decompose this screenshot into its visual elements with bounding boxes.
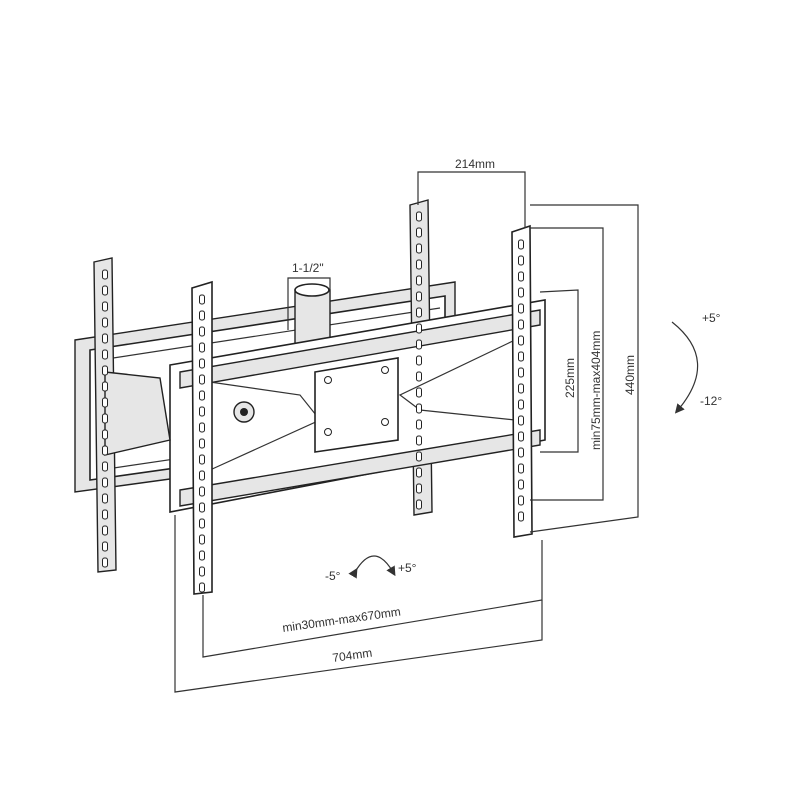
front-left-arm [191, 280, 213, 595]
arm-slot [199, 582, 205, 593]
swivel-joint [233, 401, 255, 423]
arm-slot [416, 323, 422, 334]
arm-slot [102, 381, 108, 392]
arm-slot [102, 333, 108, 344]
overall-width-label: 704mm [331, 646, 373, 665]
arm-slot [518, 319, 524, 330]
arm-slot [102, 397, 108, 408]
arm-slot [518, 255, 524, 266]
arm-slot [416, 355, 422, 366]
arm-slot [416, 387, 422, 398]
ceiling-pipe [294, 283, 331, 346]
arm-slot [199, 550, 205, 561]
arm-slot [199, 518, 205, 529]
arm-slot [416, 275, 422, 286]
arm-slot [416, 243, 422, 254]
arm-slot [199, 406, 205, 417]
center-plate [314, 357, 399, 453]
arm-slot [102, 445, 108, 456]
tilt-arrow-icon [671, 321, 699, 414]
arm-slot [199, 486, 205, 497]
arm-slot [199, 470, 205, 481]
inner-height-label: 225mm [563, 358, 577, 398]
arm-slot [518, 303, 524, 314]
arm-slot [416, 307, 422, 318]
arm-slot [518, 287, 524, 298]
arm-slot [102, 557, 108, 568]
swivel-left-label: -5° [325, 569, 341, 583]
arm-slot [102, 525, 108, 536]
arm-slot [416, 419, 422, 430]
arm-slot [102, 541, 108, 552]
tilt-up-label: +5° [702, 311, 721, 325]
arm-slot [102, 285, 108, 296]
arm-slot [518, 495, 524, 506]
arm-slot [518, 479, 524, 490]
arm-slot [416, 435, 422, 446]
arm-slot [102, 269, 108, 280]
arm-slot [199, 566, 205, 577]
dimension-lines [174, 171, 639, 693]
arm-slot [518, 431, 524, 442]
arm-slot [416, 291, 422, 302]
arm-slot [518, 415, 524, 426]
arm-slot [518, 447, 524, 458]
arm-slot [518, 511, 524, 522]
arm-slot [518, 367, 524, 378]
arm-slot [199, 438, 205, 449]
arm-slot [102, 509, 108, 520]
arm-slot [102, 461, 108, 472]
vesa-vertical-label: min75mm-max404mm [589, 331, 603, 450]
overall-height-label: 440mm [623, 355, 637, 395]
arm-slot [518, 239, 524, 250]
arm-slot [416, 467, 422, 478]
arm-slot [199, 342, 205, 353]
front-right-arm [511, 224, 533, 538]
tilt-down-label: -12° [700, 394, 722, 408]
vesa-horizontal-label: min30mm-max670mm [281, 604, 401, 634]
swivel-right-label: +5° [398, 561, 417, 575]
arm-slot [416, 211, 422, 222]
arm-slot [518, 351, 524, 362]
arm-slot [199, 502, 205, 513]
arm-slot [416, 403, 422, 414]
arm-slot [199, 374, 205, 385]
arm-slot [416, 451, 422, 462]
arm-slot [416, 259, 422, 270]
arm-slot [518, 271, 524, 282]
arm-slot [416, 371, 422, 382]
top-depth-label: 214mm [455, 157, 495, 171]
arm-slot [102, 317, 108, 328]
pipe-size-label: 1-1/2" [292, 261, 324, 275]
arm-slot [102, 477, 108, 488]
arm-slot [518, 383, 524, 394]
arm-slot [416, 339, 422, 350]
swivel-arrow-icon [348, 555, 396, 579]
arm-slot [416, 227, 422, 238]
arm-slot [199, 454, 205, 465]
arm-slot [199, 294, 205, 305]
arm-slot [199, 326, 205, 337]
arm-slot [102, 493, 108, 504]
arm-slot [518, 399, 524, 410]
arm-slot [102, 429, 108, 440]
arm-slot [102, 349, 108, 360]
arm-slot [518, 335, 524, 346]
arm-slot [199, 390, 205, 401]
arm-slot [199, 358, 205, 369]
arm-slot [102, 365, 108, 376]
arm-slot [199, 310, 205, 321]
arm-slot [416, 483, 422, 494]
arm-slot [199, 422, 205, 433]
arm-slot [199, 534, 205, 545]
arm-slot [518, 463, 524, 474]
arm-slot [102, 301, 108, 312]
arm-slot [102, 413, 108, 424]
arm-slot [416, 499, 422, 510]
